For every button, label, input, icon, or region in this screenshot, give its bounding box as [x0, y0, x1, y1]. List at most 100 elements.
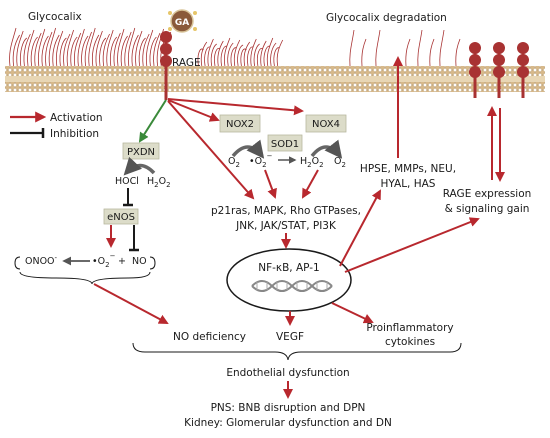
glycocalix-strand: [145, 29, 154, 67]
degraded-glycocalix-strand: [361, 38, 367, 67]
to-no-deficiency: [93, 283, 169, 324]
hpse-line2: HYAL, HAS: [381, 178, 436, 190]
nox4-cycle-arrow: [310, 139, 343, 159]
glycocalix-strand: [224, 37, 231, 67]
pxdn-label: PXDN: [127, 147, 155, 158]
sod1-label: SOD1: [271, 139, 299, 150]
bracket-left: [14, 256, 21, 270]
nfkb-to-rage-expression: [344, 217, 480, 273]
degraded-glycocalix-strands: [349, 29, 461, 67]
rage-expression-line1: RAGE expression: [443, 188, 532, 200]
brace-onoo-no: [19, 271, 151, 285]
rage-expression-line2: & signaling gain: [445, 203, 530, 215]
glycocalix-strands: [9, 27, 284, 67]
nox2-box: [219, 114, 261, 133]
proinflammatory-line1: Proinflammatory: [366, 322, 453, 334]
nox2-label: NOX2: [226, 119, 254, 130]
glycocalix-strand: [263, 45, 270, 67]
glycocalix-strand: [73, 32, 82, 67]
glycocalix-strand: [9, 27, 17, 67]
pxdn-cycle-arrow: [123, 156, 156, 176]
glycocalix-strand: [99, 37, 107, 67]
endothelial-dysfunction-label: Endothelial dysfunction: [226, 367, 349, 379]
glycocalix-strand: [30, 36, 38, 67]
glycocalix-strand: [66, 29, 74, 67]
glycocalix-strand: [227, 42, 234, 67]
degraded-glycocalix-strand: [417, 29, 423, 67]
nucleus-ellipse: [226, 248, 352, 312]
degraded-glycocalix-strand: [439, 29, 445, 67]
glycocalix-strand: [12, 34, 20, 67]
glycocalix-strand: [156, 28, 164, 67]
rage-receptor-cluster: [469, 42, 529, 98]
glycocalix-strand: [214, 47, 221, 67]
glycocalix-strand: [84, 31, 92, 67]
glycocalix-strand: [131, 34, 139, 67]
no-label: NO: [132, 256, 147, 267]
superoxide-enos-label: •O2−: [92, 252, 116, 269]
glycocalix-strand: [19, 37, 28, 67]
glycocalix-strand: [23, 33, 31, 67]
glycocalix-strand: [273, 47, 280, 67]
degraded-glycocalix-strand: [405, 38, 411, 67]
glycocalix-strand: [34, 32, 42, 67]
o2-nox2-label: O2: [228, 156, 240, 169]
glycocalix-strand: [124, 31, 132, 67]
pns-label: PNS: BNB disruption and DPN: [211, 402, 366, 414]
enos-box: [103, 208, 139, 225]
glycocalix-strand: [52, 34, 60, 67]
glycocalix-strand: [106, 29, 114, 67]
glycocalix-strand: [41, 35, 49, 67]
glycocalix-strand: [70, 36, 78, 67]
glycocalix-strand: [237, 44, 244, 67]
glycocalix-strand: [260, 40, 267, 67]
glycocalix-strand: [230, 47, 237, 67]
hocl-label: HOCl: [115, 176, 139, 187]
glycocalix-strand: [102, 33, 110, 67]
glycocalix-strand: [77, 28, 85, 67]
glycocalix-strand: [16, 30, 24, 67]
glycocalix-strand: [204, 46, 211, 67]
degraded-glycocalix-strand: [455, 38, 461, 67]
kidney-label: Kidney: Glomerular dysfunction and DN: [184, 417, 392, 429]
glycocalix-strand: [27, 29, 35, 67]
superoxide-nox2-label: •O2−: [249, 152, 273, 169]
glycocalix-strand: [253, 43, 260, 67]
onoo-label: ONOO-: [25, 254, 58, 267]
enos-label: eNOS: [107, 212, 135, 223]
nfkb-to-cytokines: [331, 302, 374, 324]
glycocalix-strand: [149, 36, 157, 67]
glycocalix-strand: [81, 35, 89, 67]
nox4-box: [305, 114, 347, 133]
h2o2-to-signaling: [302, 169, 319, 199]
legend-inhibition-label: Inhibition: [50, 128, 99, 140]
dna-helix: [251, 280, 333, 292]
glycocalix-strand: [200, 41, 208, 67]
glycocalix-strand: [120, 35, 128, 67]
h2o2-label: H2O2: [147, 176, 171, 189]
glycocalix-strand: [257, 47, 264, 67]
ga-ligand: GA: [168, 9, 197, 33]
degraded-glycocalix-strand: [349, 29, 355, 67]
glycocalix-strand: [266, 37, 274, 67]
glycocalix-strand: [55, 30, 64, 67]
glycocalix-strand: [233, 39, 241, 67]
glycocalix-strand: [59, 37, 67, 67]
glycocalix-strand: [250, 38, 257, 67]
signaling-line1: p21ras, MAPK, Rho GTPases,: [211, 205, 361, 217]
hpse-line1: HPSE, MMPs, NEU,: [360, 163, 456, 175]
glycocalix-strand: [210, 43, 217, 67]
glycocalix-strand: [240, 48, 247, 67]
glycocalix-strand: [127, 27, 136, 67]
glycocalix-strand: [142, 33, 150, 67]
h2o2-nox-label: H2O2: [300, 156, 324, 169]
no-deficiency-label: NO deficiency: [173, 331, 246, 343]
glycocalix-degradation-label: Glycocalix degradation: [326, 12, 447, 24]
plus-sign: +: [118, 256, 126, 267]
glycocalix-strand: [37, 28, 46, 67]
glycocalix-strand: [135, 30, 143, 67]
rage-label: RAGE: [172, 57, 201, 69]
cell-membrane: [5, 66, 545, 92]
nox4-label: NOX4: [312, 119, 340, 130]
